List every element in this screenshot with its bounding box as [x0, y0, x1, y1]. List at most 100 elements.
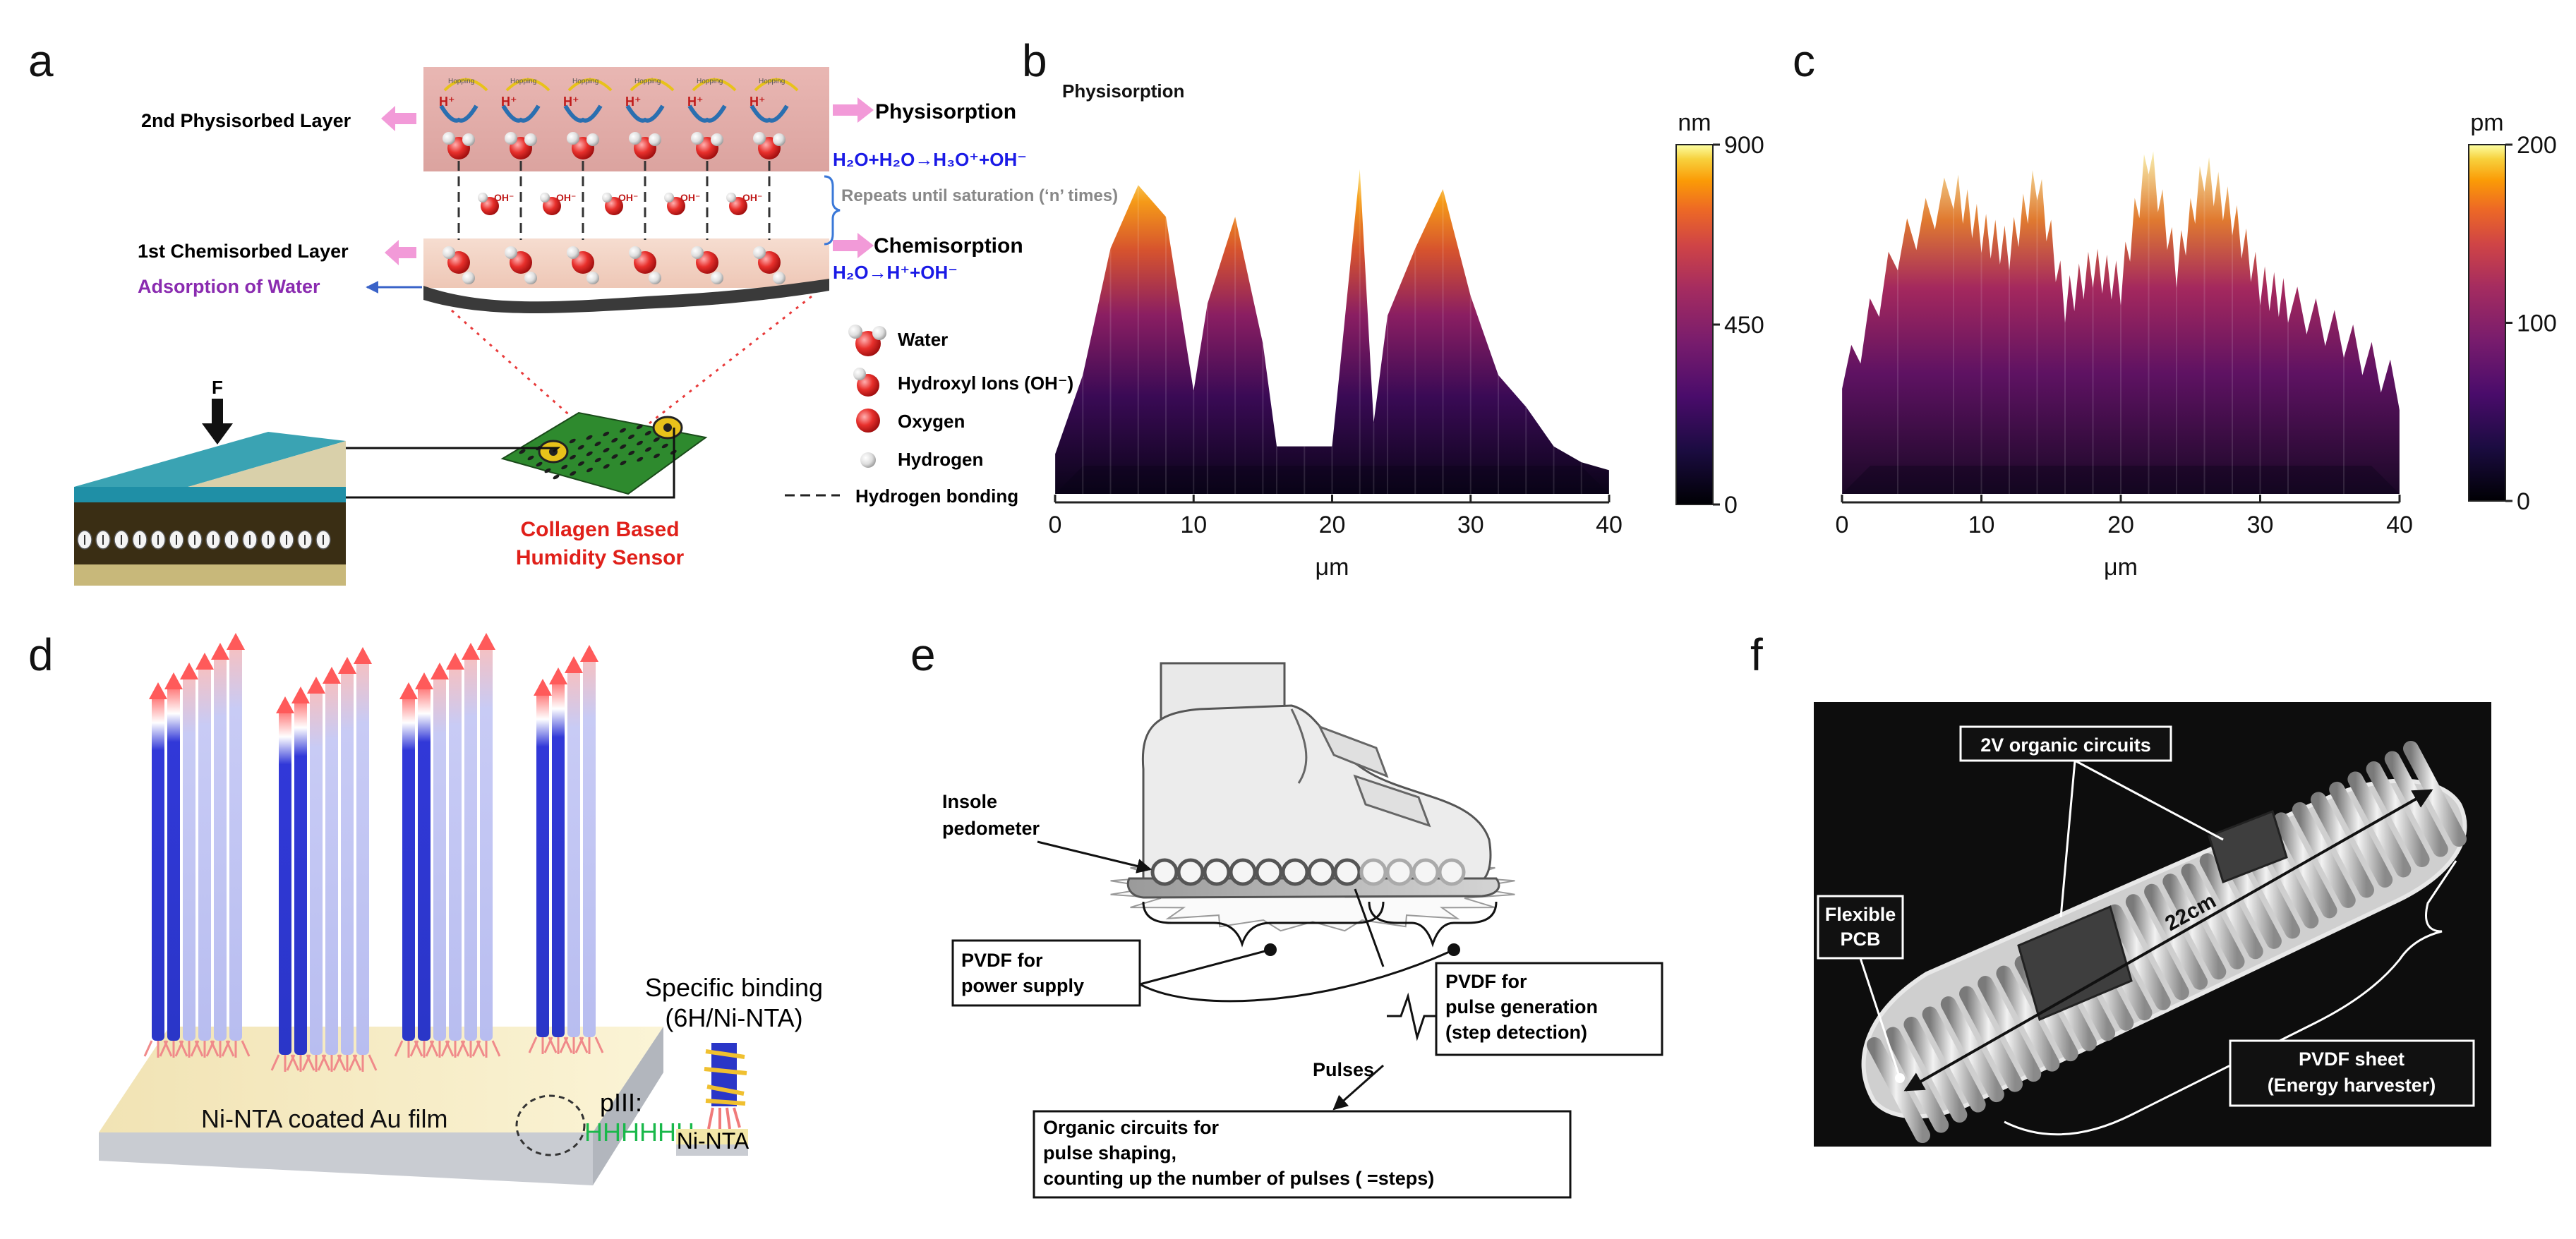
film-label: Ni-NTA coated Au film	[201, 1104, 447, 1133]
colorbar-tick-label: 0	[2517, 488, 2530, 515]
chip-fiber	[644, 447, 652, 452]
pulse-glyph	[1387, 992, 1436, 1041]
water-hydrogen	[753, 132, 766, 145]
h-plus-label: H⁺	[439, 95, 455, 109]
x-tick-label: 20	[1319, 512, 1346, 538]
h-plus-label: H⁺	[501, 95, 517, 109]
panel-label-f: f	[1750, 629, 1763, 680]
phage-tip	[291, 687, 310, 703]
v-bond	[750, 104, 789, 123]
phage-tip	[323, 667, 341, 684]
sheet-label-1: PVDF sheet	[2299, 1048, 2405, 1070]
reaction-1: H₂O+H₂O→H₃O⁺+OH⁻	[833, 149, 1027, 170]
repeats-label: Repeats until saturation (‘n’ times)	[841, 186, 1118, 205]
hopping-arrow	[630, 78, 675, 92]
panel-label-a: a	[28, 35, 54, 86]
hopping-label: Hopping	[510, 78, 536, 85]
water-hydrogen	[462, 133, 475, 146]
phage-column	[198, 665, 211, 1041]
colorbar-tick-label: 100	[2517, 310, 2557, 337]
hopping-label: Hopping	[448, 78, 474, 85]
phage-column	[433, 675, 446, 1041]
phage-column	[480, 646, 493, 1041]
brace-pulse	[1368, 901, 1498, 948]
panel-d-phage-film: Ni-NTA coated Au film pIII: HHHHHH Speci…	[99, 633, 823, 1185]
box-pulse	[1435, 962, 1663, 1056]
box-pulse-line-3: (step detection)	[1445, 1022, 1587, 1043]
surface-base	[1842, 466, 2400, 494]
phage-tip	[534, 679, 552, 696]
ninta-label: Ni-NTA	[677, 1128, 750, 1154]
chem-hydrogen	[753, 246, 766, 259]
repeat-brace	[824, 175, 841, 246]
panel-label-e: e	[910, 629, 936, 680]
pointer-sole	[1354, 888, 1385, 967]
zoom-line-right	[649, 295, 812, 425]
phage-column	[152, 695, 164, 1041]
generator-bottom	[74, 564, 346, 586]
hopping-label: Hopping	[572, 78, 598, 85]
sheet-label-box	[2229, 1039, 2475, 1107]
legend-oxygen: Oxygen	[898, 411, 965, 432]
chart-title: Physisorption	[1062, 80, 1184, 102]
circuits-line-2	[2074, 759, 2224, 841]
chem-hydrogen	[505, 246, 517, 259]
pvdf-ring	[1438, 858, 1466, 886]
shoe-strap-3	[1353, 774, 1431, 828]
v-bond	[625, 104, 665, 123]
chip-fiber	[594, 441, 601, 447]
chemisorption-label: Chemisorption	[874, 234, 1023, 258]
legend-hydroxyl: Hydroxyl Ions (OH⁻)	[898, 373, 1073, 394]
chip-fiber	[570, 471, 577, 476]
colorbar-unit: pm	[2470, 109, 2503, 136]
chip-fiber	[586, 435, 593, 440]
circuits-line-1	[2059, 760, 2076, 918]
phage-tip	[276, 696, 294, 713]
phage-tip	[164, 672, 183, 689]
pcb-line	[1859, 957, 1901, 1079]
surface-base	[1055, 466, 1609, 494]
hopping-label: Hopping	[634, 78, 661, 85]
x-tick-label: 10	[1180, 512, 1207, 538]
phage-column	[310, 689, 323, 1055]
shoe-strap-1	[1290, 708, 1308, 784]
chip-fiber	[569, 438, 576, 444]
water-hydrogen	[691, 132, 704, 145]
colorbar-tick-label: 900	[1724, 132, 1764, 159]
generator-top	[74, 432, 346, 497]
sensor-electrode-dot-2	[663, 423, 672, 432]
binding-label-2: (6H/Ni-NTA)	[665, 1003, 802, 1032]
x-axis-label: μm	[1316, 554, 1349, 581]
colorbar	[2468, 144, 2506, 502]
x-tick-label: 10	[1968, 512, 1995, 538]
second-layer-label: 2nd Physisorbed Layer	[141, 110, 351, 131]
box-organic-line-2: pulse shaping,	[1043, 1142, 1176, 1164]
pulses-arrow	[1332, 1064, 1384, 1111]
chem-hydrogen	[773, 272, 786, 284]
water-hydrogen	[505, 132, 517, 145]
phage-column	[183, 675, 195, 1041]
left-pink-arrow-2	[385, 240, 416, 265]
legend-water: Water	[898, 329, 948, 350]
legend-bond: Hydrogen bonding	[855, 485, 1018, 507]
panel-label-b: b	[1022, 35, 1047, 86]
hopping-arrow	[692, 78, 737, 92]
pvdf-ring	[1307, 858, 1335, 886]
pvdf-ring	[1359, 858, 1388, 886]
chip-fiber	[653, 437, 660, 442]
x-tick-label: 30	[1457, 512, 1484, 538]
force-arrow	[202, 399, 233, 445]
hydroxyl-hydrogen	[726, 193, 736, 203]
hydroxyl-hydrogen	[664, 193, 674, 203]
phage-tip	[565, 656, 583, 673]
pvdf-tube	[2403, 741, 2467, 847]
oh-label: OH⁻	[742, 192, 762, 203]
phage-column	[167, 685, 180, 1041]
chip-fiber	[611, 454, 618, 459]
oh-label: OH⁻	[556, 192, 576, 203]
panel-f-insole-photo: 22cm 2V organic circuits Flexible PCB PV…	[1814, 702, 2491, 1147]
colorbar-tick-label: 450	[1724, 312, 1764, 339]
pvdf-ring	[1281, 858, 1309, 886]
right-pink-arrow-1	[833, 97, 874, 123]
